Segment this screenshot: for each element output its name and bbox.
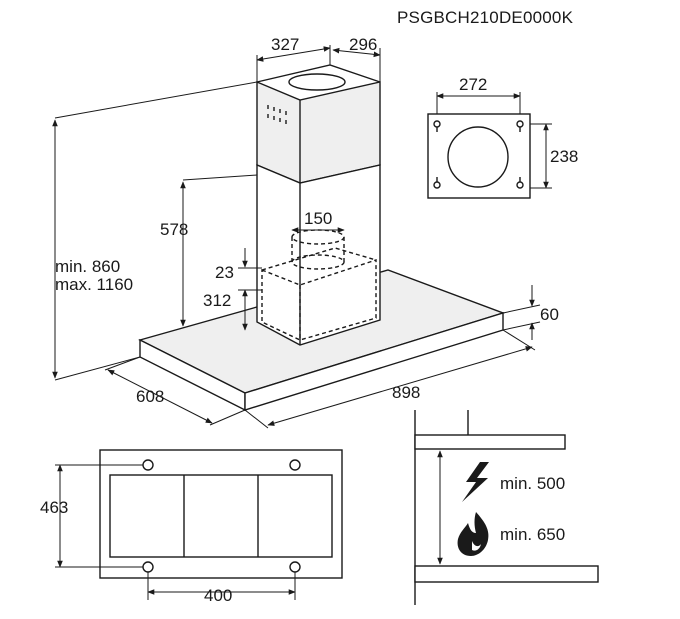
filter-dividers bbox=[183, 475, 259, 557]
motor-housing bbox=[261, 247, 377, 341]
flange-screw-slots bbox=[433, 120, 524, 189]
electric-lightning-icon bbox=[462, 462, 489, 502]
dim-motor-height: 312 bbox=[203, 291, 231, 310]
hood-side-profile bbox=[414, 434, 566, 450]
model-number: PSGBCH210DE0000K bbox=[397, 8, 574, 27]
chimney-top-opening bbox=[288, 73, 346, 91]
filter-area bbox=[109, 474, 333, 558]
vent-slots bbox=[267, 105, 287, 124]
clearance-gas: min. 650 bbox=[500, 525, 565, 544]
hood-3d-view: 327 296 min. 860 max. 1160 578 150 23 31… bbox=[52, 35, 559, 429]
dim-canopy-depth: 608 bbox=[136, 387, 164, 406]
flange-duct-hole bbox=[447, 126, 509, 188]
dim-flange-width: 272 bbox=[459, 75, 487, 94]
clearance-electric: min. 500 bbox=[500, 474, 565, 493]
dim-height-min: min. 860 bbox=[55, 257, 120, 276]
installation-clearance-view: min. 500 min. 650 bbox=[414, 410, 599, 605]
dim-canopy-thickness: 60 bbox=[540, 305, 559, 324]
cooktop-profile bbox=[414, 565, 599, 583]
dim-chimney-width: 327 bbox=[271, 35, 299, 54]
dim-chimney-height: 578 bbox=[160, 220, 188, 239]
dim-duct-offset: 23 bbox=[215, 263, 234, 282]
bracket-hole-tr bbox=[289, 459, 301, 471]
hood-bottom-view: 463 400 bbox=[40, 449, 343, 605]
dim-chimney-depth: 296 bbox=[349, 35, 377, 54]
chimney-upper bbox=[256, 80, 381, 184]
dim-duct-diameter: 150 bbox=[304, 209, 332, 228]
dim-bracket-spacing: 400 bbox=[204, 586, 232, 605]
flange-plate bbox=[427, 113, 531, 199]
dim-bracket-depth: 463 bbox=[40, 498, 68, 517]
dim-canopy-width: 898 bbox=[392, 383, 420, 402]
canopy-underside bbox=[99, 449, 343, 579]
dim-flange-height: 238 bbox=[550, 147, 578, 166]
mounting-flange-view: 272 238 bbox=[427, 75, 578, 199]
dim-height-max: max. 1160 bbox=[55, 275, 133, 294]
